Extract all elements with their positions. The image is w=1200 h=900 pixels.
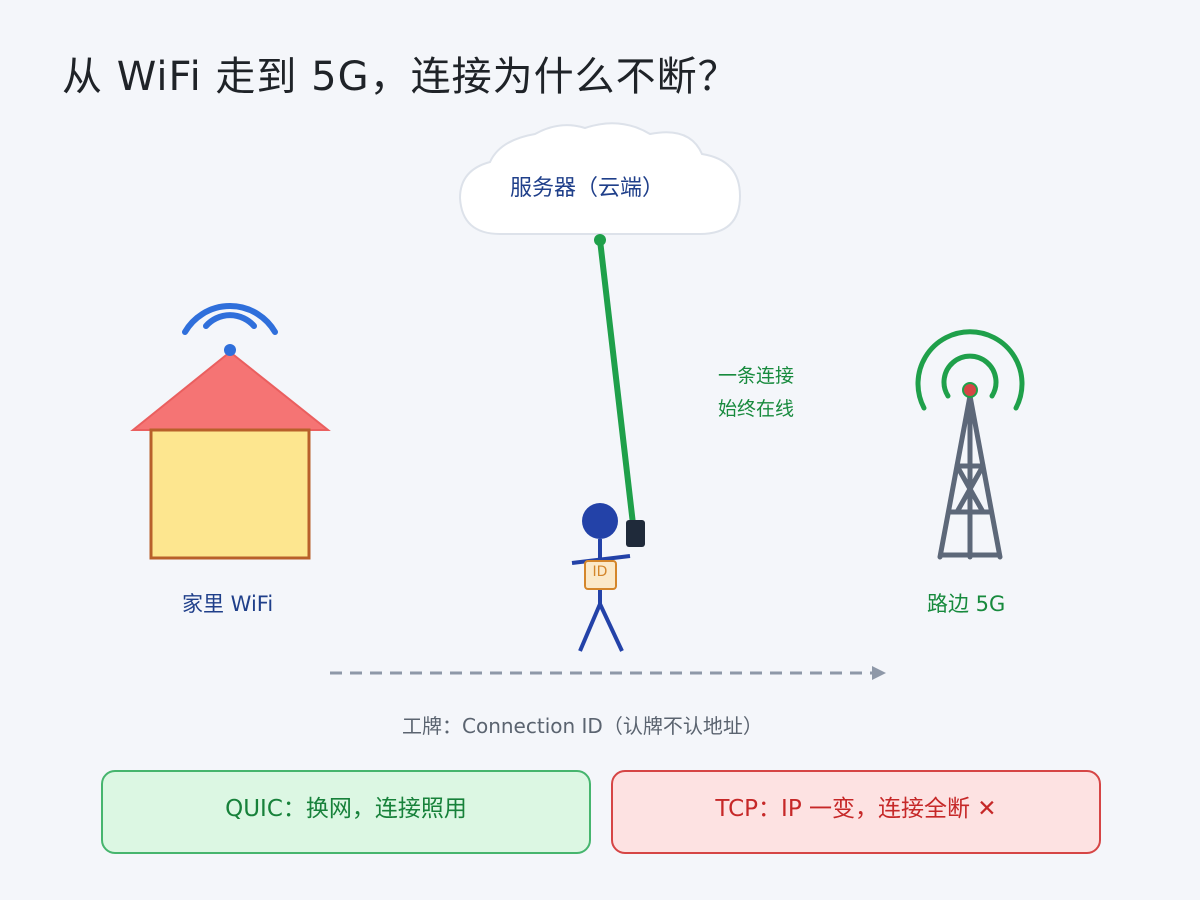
tcp-panel-text: TCP：IP 一变，连接全断 ✕ xyxy=(715,796,997,822)
arrow-right-icon xyxy=(330,666,886,680)
cell-tower-icon xyxy=(937,393,1003,560)
server-label: 服务器（云端） xyxy=(510,176,665,201)
house-icon xyxy=(130,350,331,560)
id-badge: ID xyxy=(584,560,617,590)
quic-panel: QUIC：换网，连接照用 xyxy=(101,770,591,854)
id-badge-text: ID xyxy=(593,564,608,580)
connection-label-line1: 一条连接 xyxy=(718,365,795,387)
person-icon xyxy=(571,503,631,652)
tower-signal-icon xyxy=(915,329,1025,411)
cloud-icon xyxy=(458,122,742,235)
wifi-icon xyxy=(182,303,278,356)
roadside-5g-label: 路边 5G xyxy=(927,592,1006,616)
connection-label: 一条连接 始终在线 xyxy=(718,360,794,426)
page-title: 从 WiFi 走到 5G，连接为什么不断？ xyxy=(62,54,739,100)
connection-line xyxy=(594,234,636,527)
phone-icon xyxy=(626,520,645,547)
connection-label-line2: 始终在线 xyxy=(718,398,795,420)
home-wifi-label: 家里 WiFi xyxy=(182,592,274,616)
connection-id-caption: 工牌：Connection ID（认牌不认地址） xyxy=(402,714,763,738)
tcp-panel: TCP：IP 一变，连接全断 ✕ xyxy=(611,770,1101,854)
quic-panel-text: QUIC：换网，连接照用 xyxy=(225,796,467,822)
